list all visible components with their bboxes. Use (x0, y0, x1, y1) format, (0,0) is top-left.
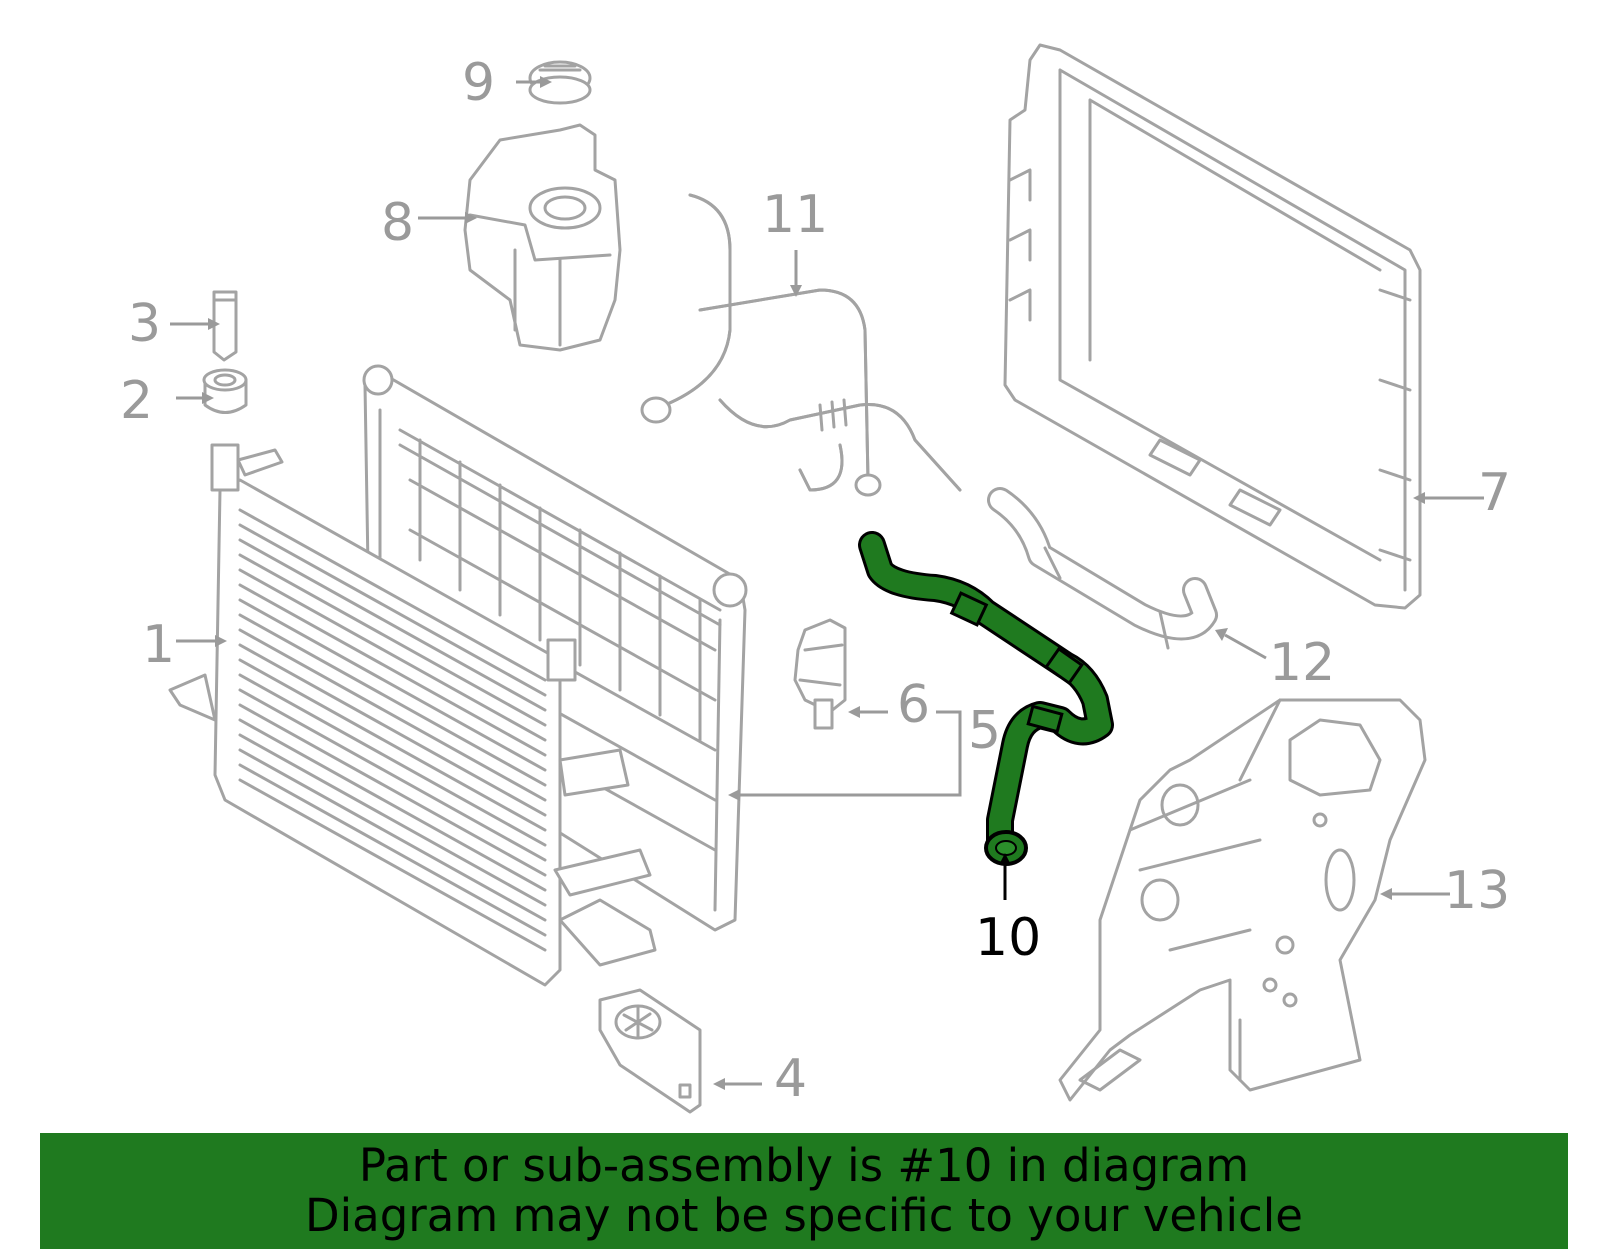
part-13-bracket (1058, 698, 1427, 1102)
callout-3: 3 (128, 294, 161, 354)
part-10-hose-highlighted[interactable] (858, 531, 1114, 866)
callout-12: 12 (1269, 633, 1335, 693)
callout-10: 10 (975, 908, 1041, 968)
callout-6: 6 (897, 675, 930, 735)
callout-9: 9 (462, 53, 495, 113)
banner-line-2: Diagram may not be specific to your vehi… (305, 1189, 1303, 1242)
callout-7: 7 (1478, 463, 1511, 523)
part-1-radiator (168, 443, 657, 987)
callout-8: 8 (381, 193, 414, 253)
part-7-shroud (1003, 43, 1422, 610)
part-4-mount (598, 988, 702, 1114)
callout-2: 2 (120, 371, 153, 431)
part-11-hose-assembly (640, 193, 962, 497)
banner-line-1: Part or sub-assembly is #10 in diagram (358, 1139, 1250, 1192)
callout-4: 4 (774, 1049, 807, 1109)
part-9-cap (528, 60, 592, 105)
arrowheads (202, 76, 1425, 1090)
callout-5: 5 (968, 701, 1001, 761)
leader-lines (170, 80, 1484, 1086)
part-6-sensor (793, 618, 847, 730)
callout-13: 13 (1444, 861, 1510, 921)
part-2-bushing (202, 368, 248, 414)
callout-11: 11 (762, 185, 828, 245)
part-12-hose (987, 487, 1218, 650)
callout-labels: 9 8 3 2 1 11 6 5 7 12 13 4 10 (120, 53, 1511, 1109)
info-banner: Part or sub-assembly is #10 in diagram D… (40, 1133, 1568, 1249)
callout-1: 1 (142, 615, 175, 675)
part-3-pin (212, 290, 238, 362)
part-8-reservoir (463, 123, 622, 352)
